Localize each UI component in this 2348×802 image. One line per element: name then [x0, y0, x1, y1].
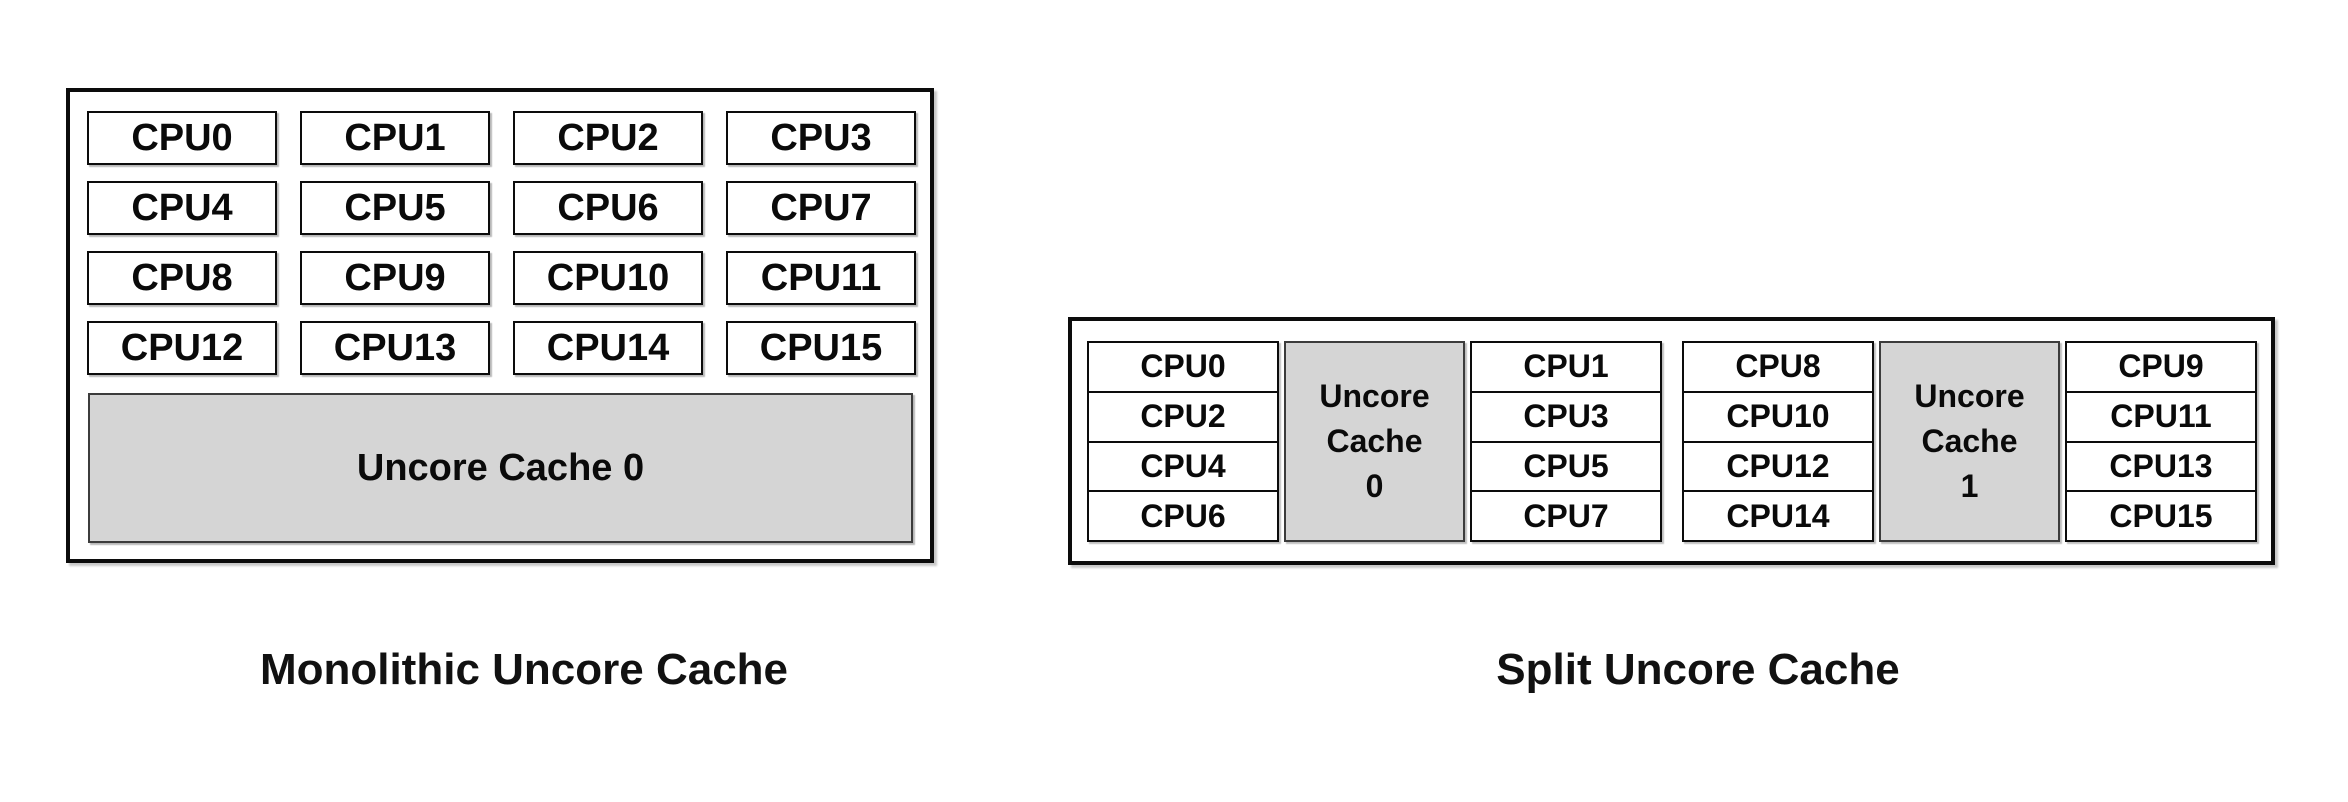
cpu-cell: CPU4	[1089, 440, 1277, 491]
split-group-0: CPU0 CPU2 CPU4 CPU6 Uncore Cache 0 CPU1 …	[1087, 341, 1662, 542]
cpu-column-odd: CPU1 CPU3 CPU5 CPU7	[1470, 341, 1662, 542]
monolithic-cpu-grid: CPU0 CPU1 CPU2 CPU3 CPU4 CPU5 CPU6 CPU7 …	[87, 111, 916, 375]
split-group-1: CPU8 CPU10 CPU12 CPU14 Uncore Cache 1 CP…	[1682, 341, 2257, 542]
cpu-box: CPU12	[87, 321, 277, 375]
monolithic-caption: Monolithic Uncore Cache	[259, 645, 789, 694]
cpu-box: CPU13	[300, 321, 490, 375]
cpu-box: CPU9	[300, 251, 490, 305]
split-caption: Split Uncore Cache	[1496, 645, 1900, 694]
cpu-cell: CPU10	[1684, 390, 1872, 441]
cpu-box: CPU11	[726, 251, 916, 305]
cpu-box: CPU0	[87, 111, 277, 165]
cpu-box: CPU15	[726, 321, 916, 375]
uncore-label-line: Cache	[1921, 423, 2018, 459]
cpu-box: CPU1	[300, 111, 490, 165]
split-diagram: CPU0 CPU2 CPU4 CPU6 Uncore Cache 0 CPU1 …	[1068, 317, 2275, 565]
cpu-cell: CPU12	[1684, 440, 1872, 491]
uncore-label-line: 0	[1365, 468, 1384, 504]
cpu-box: CPU10	[513, 251, 703, 305]
cpu-cell: CPU8	[1684, 343, 1872, 391]
cpu-box: CPU6	[513, 181, 703, 235]
cpu-cell: CPU2	[1089, 390, 1277, 441]
cpu-box: CPU4	[87, 181, 277, 235]
cpu-cell: CPU7	[1472, 490, 1660, 540]
cpu-cell: CPU3	[1472, 390, 1660, 441]
uncore-label-line: 1	[1960, 468, 1979, 504]
cpu-box: CPU2	[513, 111, 703, 165]
cpu-column-odd: CPU9 CPU11 CPU13 CPU15	[2065, 341, 2257, 542]
cpu-box: CPU3	[726, 111, 916, 165]
uncore-cache-0-box: Uncore Cache 0	[88, 393, 913, 543]
cpu-box: CPU8	[87, 251, 277, 305]
cpu-column-even: CPU8 CPU10 CPU12 CPU14	[1682, 341, 1874, 542]
cpu-box: CPU7	[726, 181, 916, 235]
cpu-cell: CPU5	[1472, 440, 1660, 491]
uncore-label-line: Uncore	[1319, 378, 1430, 414]
cpu-cell: CPU13	[2067, 440, 2255, 491]
cpu-box: CPU14	[513, 321, 703, 375]
cpu-cell: CPU9	[2067, 343, 2255, 391]
cpu-column-even: CPU0 CPU2 CPU4 CPU6	[1087, 341, 1279, 542]
uncore-label-line: Uncore	[1914, 378, 2025, 414]
cpu-cell: CPU6	[1089, 490, 1277, 540]
cpu-cell: CPU1	[1472, 343, 1660, 391]
uncore-cache-0-split-box: Uncore Cache 0	[1284, 341, 1465, 542]
cpu-cell: CPU0	[1089, 343, 1277, 391]
cpu-cell: CPU14	[1684, 490, 1872, 540]
uncore-label-line: Cache	[1326, 423, 1423, 459]
cpu-box: CPU5	[300, 181, 490, 235]
uncore-cache-1-split-box: Uncore Cache 1	[1879, 341, 2060, 542]
monolithic-diagram: CPU0 CPU1 CPU2 CPU3 CPU4 CPU5 CPU6 CPU7 …	[66, 88, 934, 563]
cpu-cell: CPU11	[2067, 390, 2255, 441]
cpu-cell: CPU15	[2067, 490, 2255, 540]
